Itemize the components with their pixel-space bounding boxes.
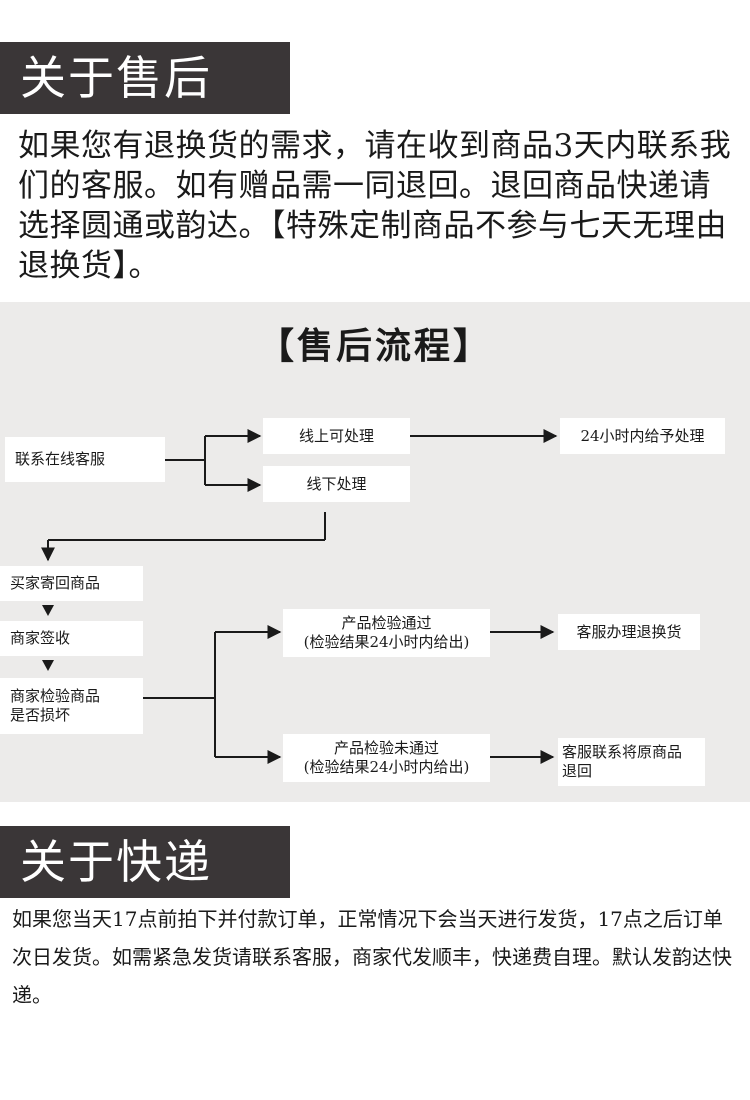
node-merchant-check-label: 商家检验商品 是否损坏	[10, 687, 101, 724]
node-buyer-return-label: 买家寄回商品	[10, 574, 101, 592]
node-fail-result-label: 客服联系将原商品 退回	[562, 743, 683, 780]
node-online-result: 24小时内给予处理	[560, 418, 725, 454]
node-buyer-return: 买家寄回商品	[0, 566, 143, 601]
node-online-result-label: 24小时内给予处理	[580, 426, 705, 445]
node-check-pass: 产品检验通过 (检验结果24小时内给出)	[283, 609, 490, 657]
after-sales-paragraph: 如果您有退换货的需求，请在收到商品3天内联系我们的客服。如有赠品需一同退回。退回…	[18, 128, 732, 284]
node-offline-label: 线下处理	[306, 474, 367, 493]
node-online-label: 线上可处理	[298, 426, 374, 445]
node-check-pass-label: 产品检验通过 (检验结果24小时内给出)	[303, 614, 470, 651]
flow-title: 【售后流程】	[257, 326, 492, 367]
node-merchant-sign: 商家签收	[0, 621, 143, 656]
node-check-fail-label: 产品检验未通过 (检验结果24小时内给出)	[303, 739, 470, 776]
arrow-sign-to-check	[42, 660, 54, 671]
node-contact-service: 联系在线客服	[5, 437, 165, 482]
express-heading: 关于快递	[0, 826, 290, 898]
node-merchant-check: 商家检验商品 是否损坏	[0, 678, 143, 734]
node-pass-result: 客服办理退换货	[558, 614, 700, 650]
node-check-fail: 产品检验未通过 (检验结果24小时内给出)	[283, 734, 490, 782]
arrow-return-to-sign	[42, 605, 54, 616]
node-fail-result: 客服联系将原商品 退回	[558, 738, 705, 786]
after-sales-heading: 关于售后	[0, 42, 290, 114]
node-offline: 线下处理	[263, 466, 410, 502]
node-pass-result-label: 客服办理退换货	[576, 622, 682, 641]
node-merchant-sign-label: 商家签收	[10, 629, 71, 647]
node-contact-service-label: 联系在线客服	[15, 450, 106, 468]
express-paragraph: 如果您当天17点前拍下并付款订单，正常情况下会当天进行发货，17点之后订单次日发…	[12, 907, 732, 1007]
node-online: 线上可处理	[263, 418, 410, 454]
